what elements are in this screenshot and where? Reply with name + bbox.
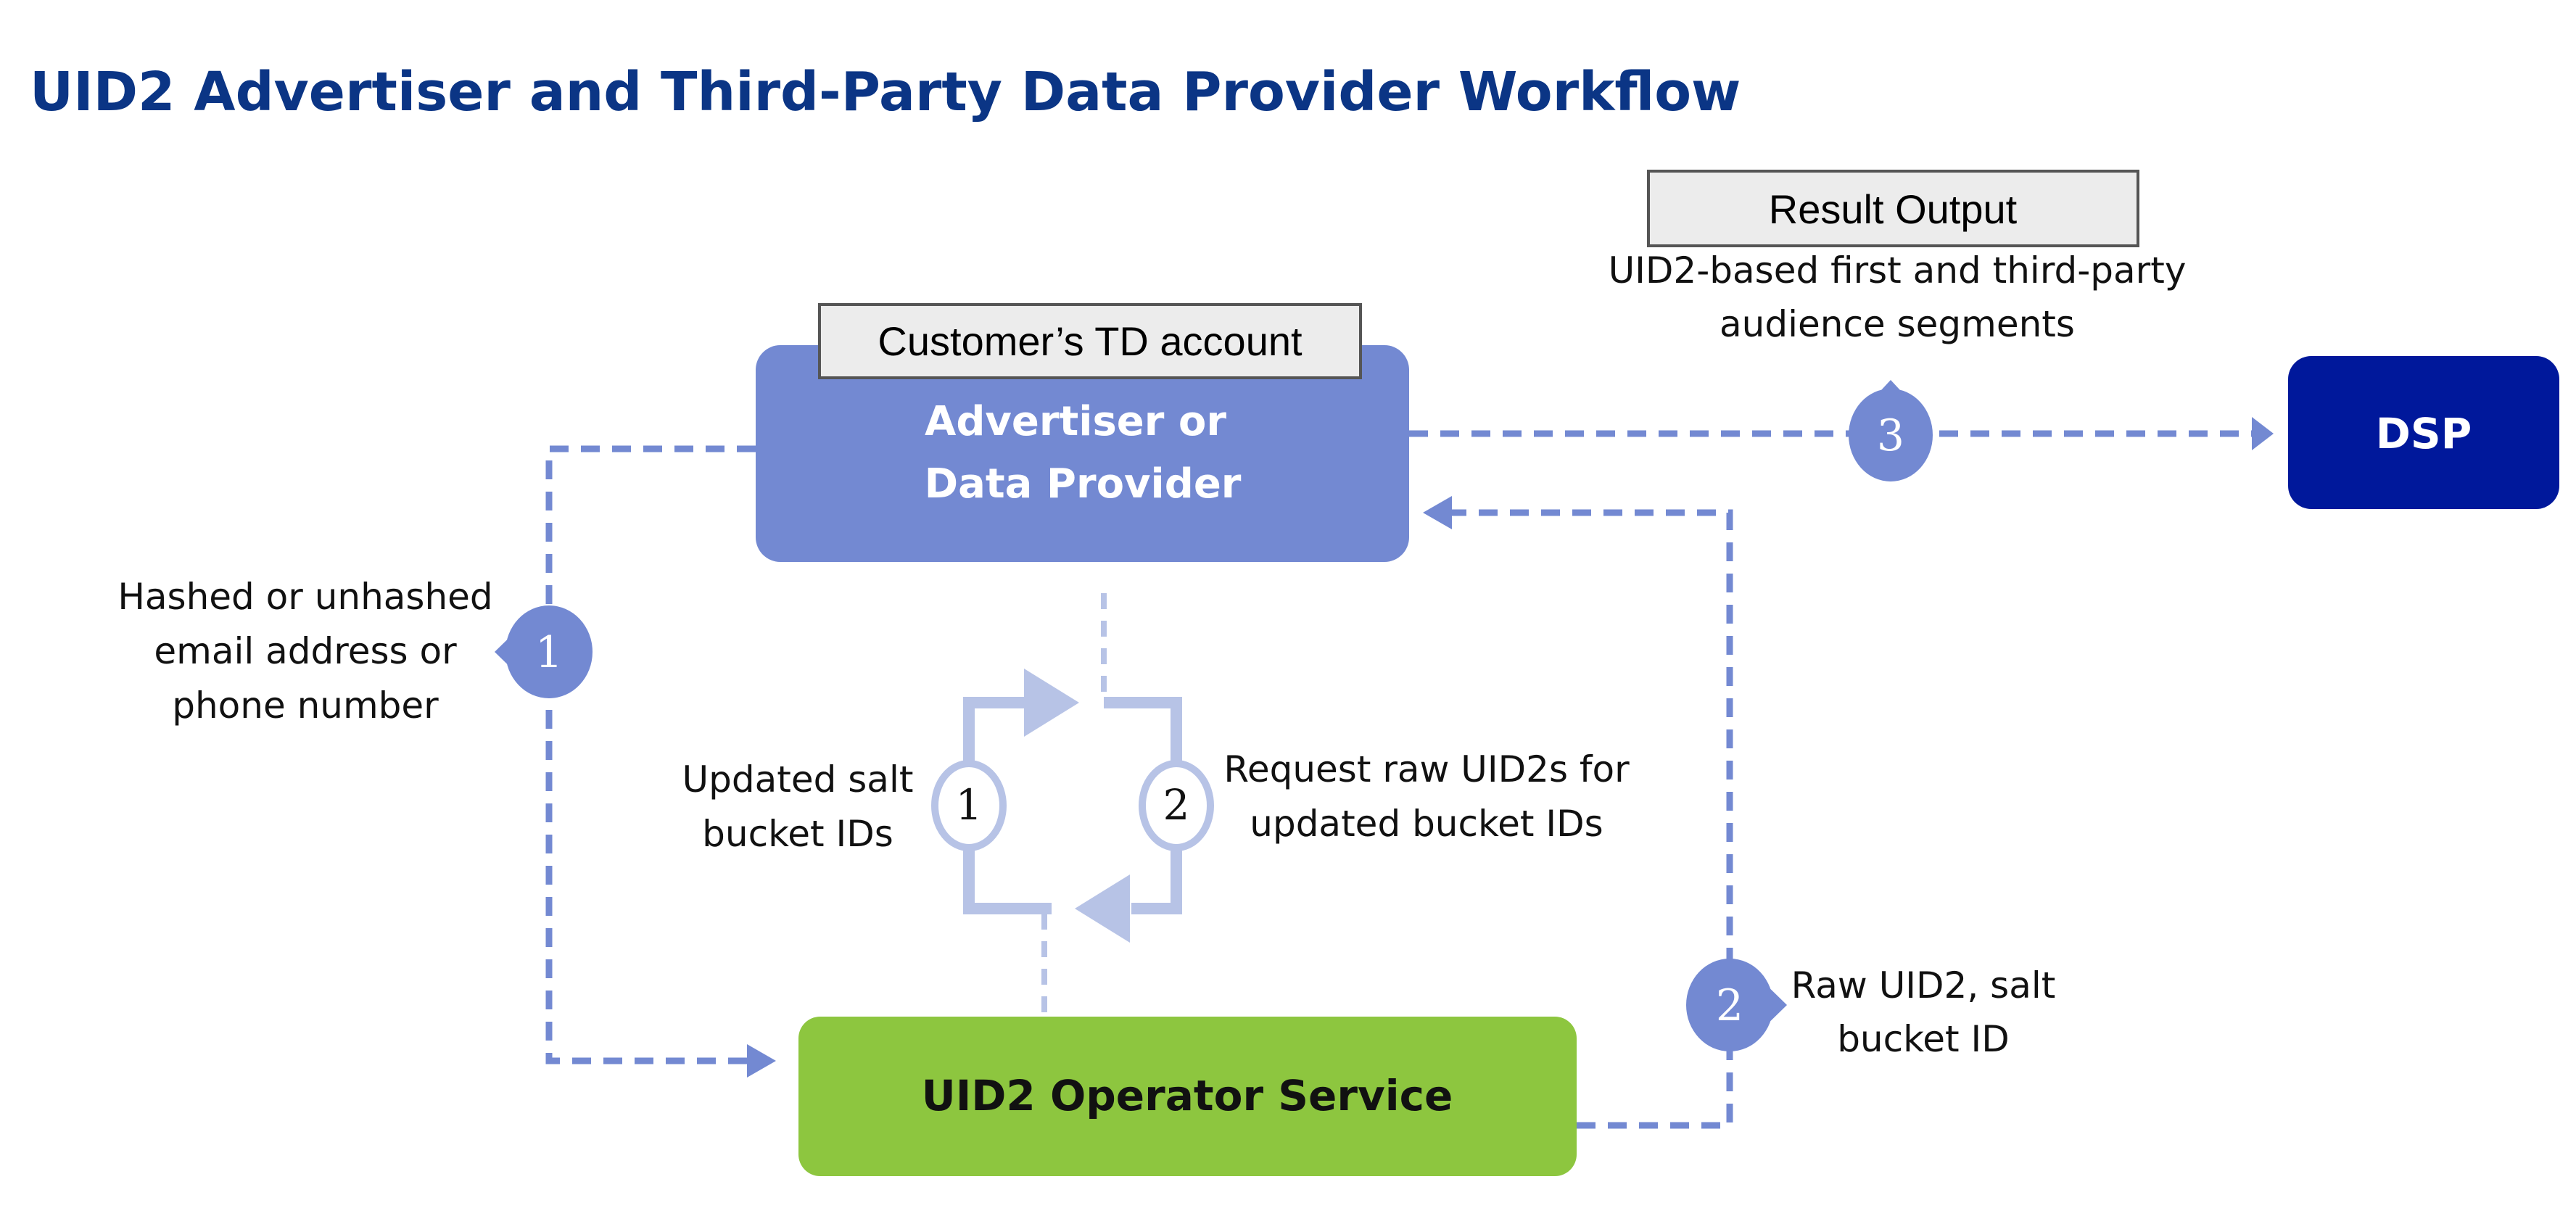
advertiser-box[interactable] (756, 345, 1409, 562)
step1-connector (545, 445, 756, 1064)
step1-arrowhead-icon (747, 1044, 776, 1078)
step3-number: 3 (1877, 410, 1904, 461)
result-output: Result Output UID2-based first and third… (1609, 170, 2187, 345)
operator-node[interactable]: UID2 Operator Service (798, 1017, 1577, 1176)
refresh-loop: 1 2 Updated salt bucket IDs Request raw … (682, 593, 1630, 1015)
step1-caption-line3: phone number (172, 685, 439, 727)
step2-arrowhead-icon (1423, 496, 1452, 529)
loop2-caption-line1: Request raw UID2s for (1223, 748, 1630, 790)
step2-connector (1450, 509, 1733, 1129)
step1-number: 1 (535, 627, 563, 678)
dsp-node[interactable]: DSP (2288, 356, 2559, 509)
step1-caption-line1: Hashed or unhashed (117, 576, 492, 618)
result-desc-line2: audience segments (1720, 303, 2075, 345)
customer-account-tag-box (818, 303, 1362, 379)
loop-badge-1-number: 1 (956, 780, 983, 830)
step2-badge: 2 (1686, 959, 1787, 1051)
result-output-tag-box (1647, 170, 2139, 247)
flow-lines (545, 430, 2255, 1129)
page-title: UID2 Advertiser and Third-Party Data Pro… (30, 61, 1741, 123)
step1-caption-line2: email address or (154, 630, 457, 672)
customer-account-tag-text: Customer’s TD account (878, 318, 1303, 364)
step1-badge: 1 (495, 605, 593, 698)
result-desc-line1: UID2-based first and third-party (1609, 249, 2187, 291)
advertiser-node[interactable]: Advertiser or Data Provider (756, 345, 1409, 562)
advertiser-label-line2: Data Provider (925, 460, 1242, 508)
loop2-caption-line2: updated bucket IDs (1250, 803, 1603, 845)
step2-number: 2 (1716, 980, 1743, 1031)
operator-box[interactable] (798, 1017, 1577, 1176)
loop-badge-2: 2 (1139, 760, 1214, 851)
dsp-label: DSP (2376, 409, 2472, 458)
advertiser-label-line1: Advertiser or (925, 398, 1226, 445)
loop-right-arrow-icon (1024, 669, 1079, 737)
step2-caption-line2: bucket ID (1837, 1018, 2010, 1060)
loop-badge-2-number: 2 (1163, 780, 1190, 830)
dsp-box[interactable] (2288, 356, 2559, 509)
loop1-caption-line1: Updated salt (682, 758, 914, 801)
result-output-tag-text: Result Output (1769, 186, 2018, 232)
step2-caption-line1: Raw UID2, salt (1791, 964, 2056, 1006)
step3-badge: 3 (1849, 380, 1933, 481)
step3-arrowhead-icon (2252, 417, 2274, 450)
customer-account-tag: Customer’s TD account (818, 303, 1362, 379)
operator-label: UID2 Operator Service (922, 1071, 1453, 1120)
loop1-caption-line2: bucket IDs (702, 813, 893, 855)
loop-left-arrow-icon (1075, 874, 1130, 943)
loop-badge-1: 1 (931, 760, 1007, 851)
